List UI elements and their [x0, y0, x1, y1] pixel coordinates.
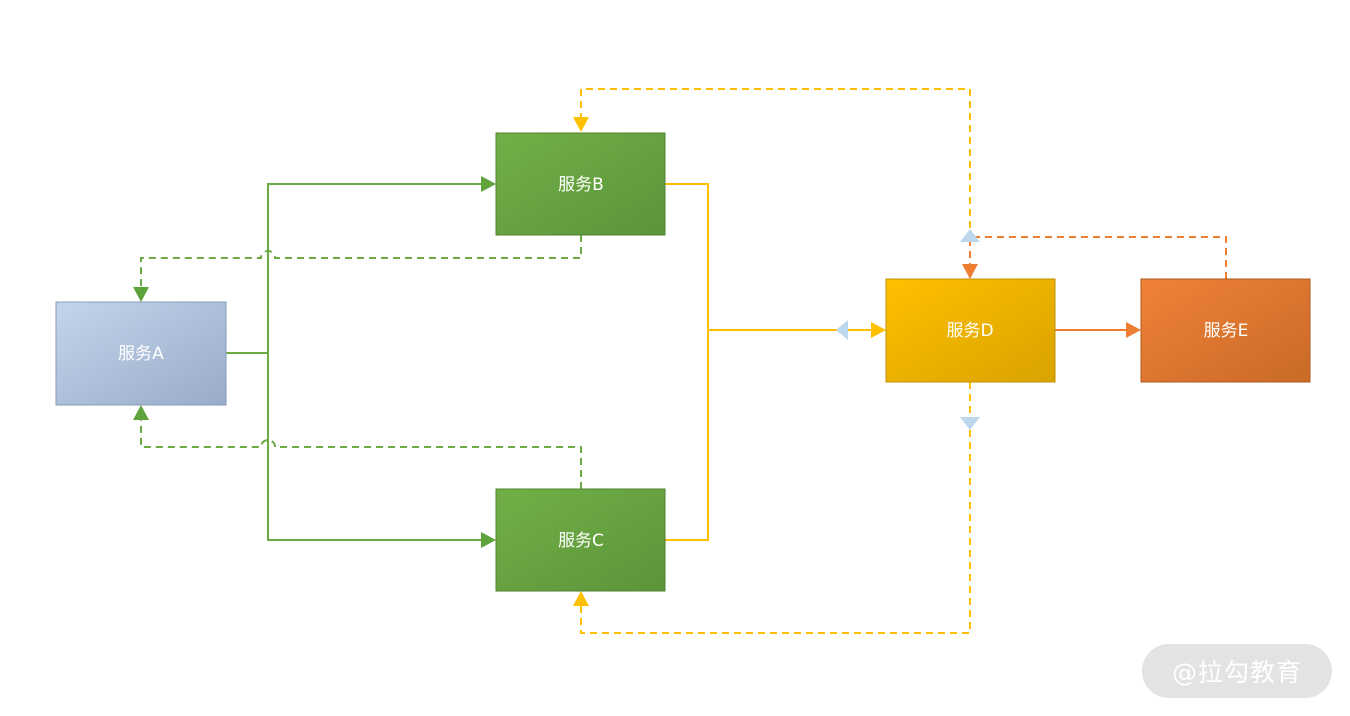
node-service-a-label: 服务A — [118, 344, 164, 364]
watermark-logo: @拉勾教育 — [1142, 644, 1332, 698]
edge-a-to-b-and-c — [226, 183, 484, 541]
node-service-e-label: 服务E — [1204, 321, 1249, 341]
node-service-c: 服务C — [495, 488, 666, 592]
marker-light-bottom — [960, 417, 980, 430]
marker-light-top — [960, 229, 980, 242]
arrowhead-to-a-bottom — [133, 405, 149, 420]
node-service-b-label: 服务B — [558, 175, 604, 195]
edge-b-to-a-dashed — [140, 235, 582, 290]
arrowhead-to-c-bottom — [573, 591, 589, 606]
node-service-c-label: 服务C — [558, 531, 604, 551]
arrowhead-to-d-top — [962, 264, 978, 279]
node-service-d-label: 服务D — [946, 321, 993, 341]
marker-light-left — [836, 320, 848, 340]
node-service-d: 服务D — [885, 278, 1056, 383]
edge-e-to-d-dashed — [969, 236, 1227, 279]
node-service-b: 服务B — [495, 132, 666, 236]
arrowhead-to-e — [1126, 322, 1141, 338]
arrowhead-to-b — [481, 176, 496, 192]
edge-d-to-b-dashed — [580, 88, 971, 240]
arrowhead-to-a-top — [133, 287, 149, 302]
arrowhead-to-d-left — [871, 322, 886, 338]
edge-c-to-a-dashed — [140, 418, 582, 489]
node-service-e: 服务E — [1140, 278, 1311, 383]
edge-d-to-c-dashed — [580, 382, 971, 634]
arrowhead-to-c — [481, 532, 496, 548]
node-service-a: 服务A — [55, 301, 227, 406]
edge-b-c-to-d — [665, 183, 872, 541]
arrowhead-to-b-top — [573, 117, 589, 132]
